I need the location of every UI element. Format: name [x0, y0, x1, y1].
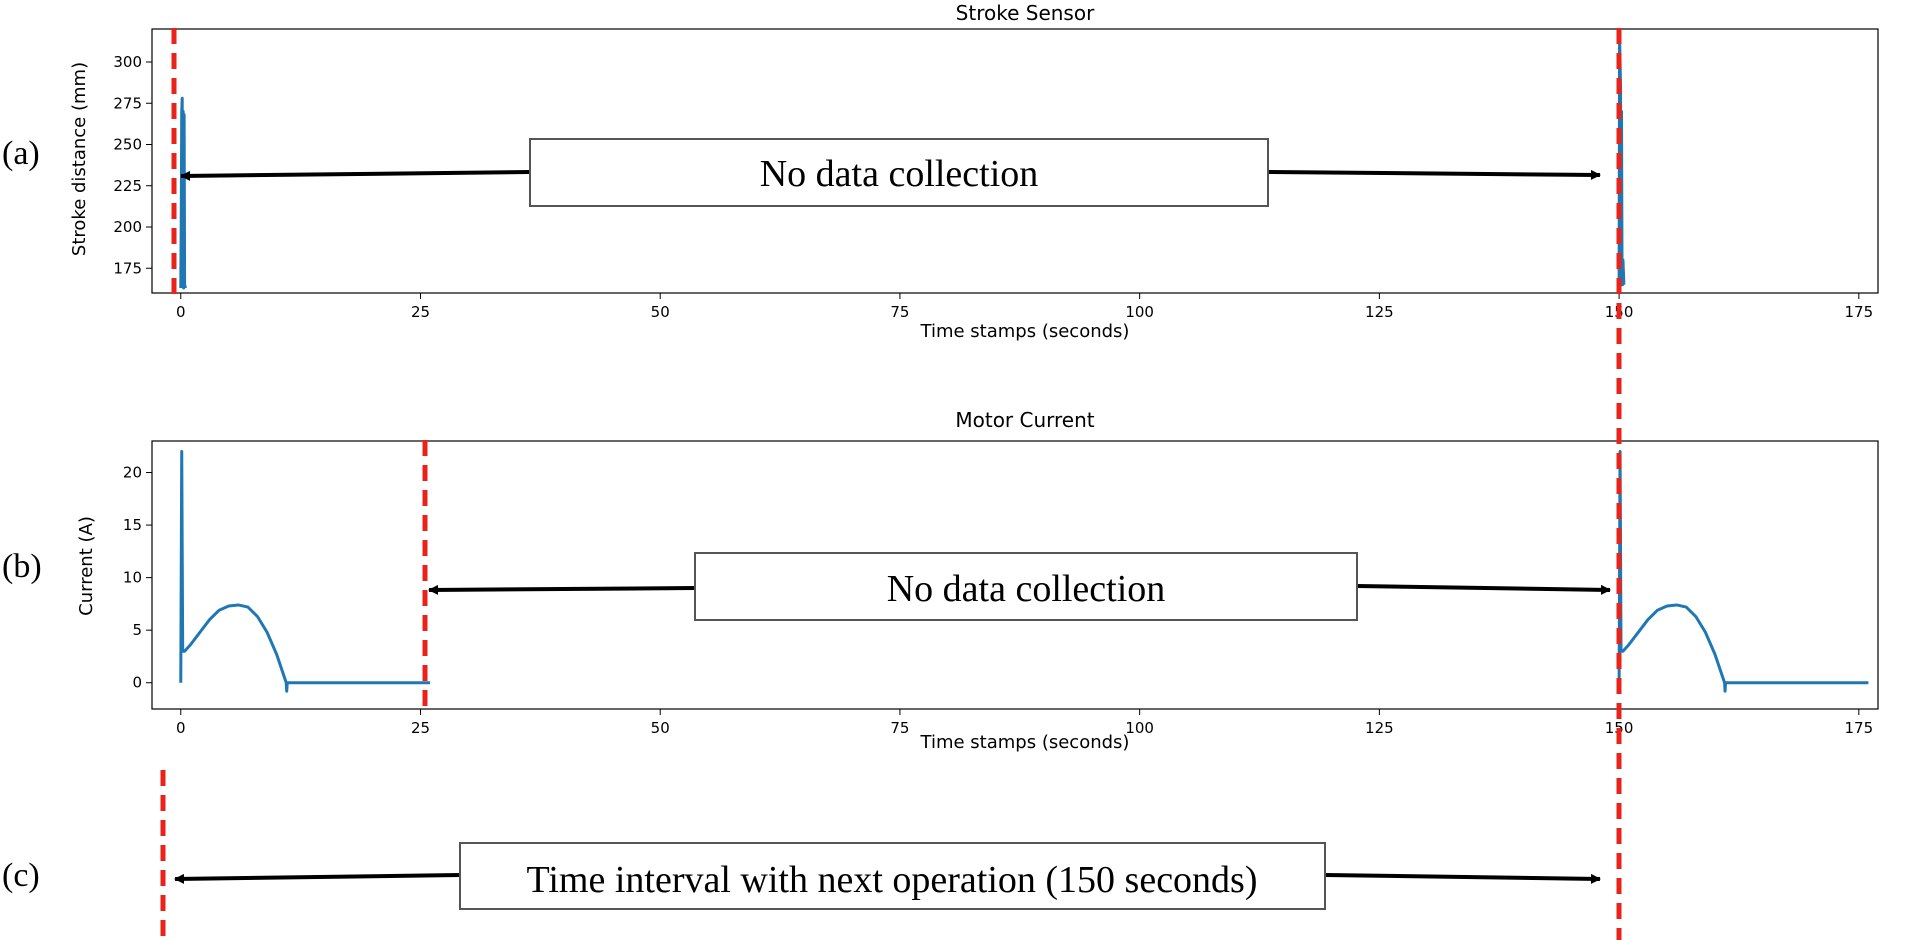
chart-b-series-line-1 — [179, 450, 431, 693]
panel-b-annotation: No data collection — [428, 552, 1611, 621]
chart-b-ytick-label: 0 — [132, 674, 142, 692]
panel-a-annotation: No data collection — [180, 138, 1601, 207]
chart-a-ytick-label: 275 — [113, 94, 142, 112]
chart-b-ytick-label: 10 — [123, 569, 142, 587]
chart-b-frame — [151, 440, 1879, 710]
stroke-sensor-chart: Stroke Sensor Time stamps (seconds) Stro… — [69, 1, 1879, 342]
chart-a-xtick-label: 125 — [1365, 303, 1394, 321]
chart-a-xtick-label: 0 — [176, 303, 186, 321]
chart-b-xtick-label: 25 — [411, 719, 430, 737]
chart-b-xtick-label: 0 — [176, 719, 186, 737]
panel-b-annotation-box — [694, 552, 1358, 621]
panel-c-arrow-left — [174, 873, 461, 884]
panel-a-annotation-box — [529, 138, 1269, 207]
chart-a-xtick-label: 75 — [890, 303, 909, 321]
chart-b-series-line-2 — [1617, 450, 1869, 693]
chart-b-xtick-label: 100 — [1125, 719, 1154, 737]
chart-b-xtick-label: 125 — [1365, 719, 1394, 737]
panel-c-annotation-box — [459, 842, 1326, 910]
panel-a-arrow-left — [180, 170, 531, 181]
panel-b-arrow-left — [428, 584, 696, 595]
chart-a-xtick-label: 25 — [411, 303, 430, 321]
panel-a-letter: (a) — [2, 135, 40, 172]
motor-current-chart: Motor Current Time stamps (seconds) Curr… — [76, 408, 1879, 753]
chart-b-title: Motor Current — [955, 408, 1094, 432]
marker-lines — [160, 28, 1622, 940]
panel-b-box-text: No data collection — [887, 568, 1166, 610]
chart-a-xlabel: Time stamps (seconds) — [920, 321, 1130, 342]
chart-b-ytick-label: 15 — [123, 516, 142, 534]
chart-b-xlabel: Time stamps (seconds) — [920, 732, 1130, 753]
panel-c-arrow-right — [1324, 873, 1601, 884]
panel-b-letter: (b) — [2, 548, 42, 585]
chart-a-series-line-1 — [179, 96, 188, 290]
panel-c-annotation: Time interval with next operation (150 s… — [174, 842, 1601, 910]
chart-a-xtick-label: 175 — [1845, 303, 1874, 321]
panel-a-arrow-right — [1267, 169, 1601, 180]
chart-b-ytick-label: 20 — [123, 464, 142, 482]
chart-b-xtick-label: 75 — [890, 719, 909, 737]
chart-a-ylabel: Stroke distance (mm) — [69, 62, 90, 256]
panel-c-letter: (c) — [2, 857, 40, 894]
chart-b-plot-area: 025507510012515017505101520 — [123, 440, 1879, 737]
chart-a-ytick-label: 250 — [113, 136, 142, 154]
chart-b-ytick-label: 5 — [132, 621, 142, 639]
chart-a-frame — [151, 28, 1879, 294]
chart-b-ylabel: Current (A) — [76, 516, 97, 616]
chart-a-plot-area: 0255075100125150175175200225250275300 — [113, 28, 1879, 321]
chart-b-xtick-label: 175 — [1845, 719, 1874, 737]
chart-a-xtick-label: 50 — [651, 303, 670, 321]
panel-a-box-text: No data collection — [760, 153, 1039, 195]
chart-a-series-line-2 — [1617, 35, 1626, 287]
chart-a-xtick-label: 100 — [1125, 303, 1154, 321]
chart-a-ytick-label: 200 — [113, 218, 142, 236]
chart-a-title: Stroke Sensor — [956, 1, 1095, 25]
chart-a-ytick-label: 300 — [113, 53, 142, 71]
chart-b-xtick-label: 50 — [651, 719, 670, 737]
panel-c-box-text: Time interval with next operation (150 s… — [526, 859, 1257, 901]
chart-a-ytick-label: 175 — [113, 259, 142, 277]
chart-a-ytick-label: 225 — [113, 177, 142, 195]
panel-b-arrow-right — [1356, 584, 1611, 595]
